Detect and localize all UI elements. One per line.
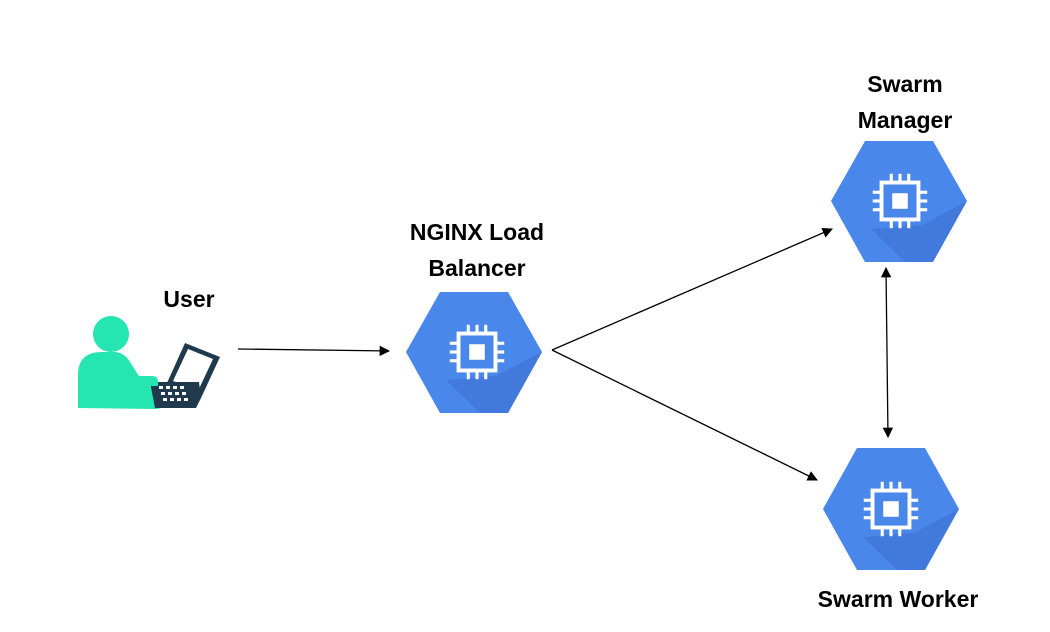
node-label-load-balancer-line2: Balancer [428, 255, 525, 281]
node-label-user: User [163, 286, 214, 312]
compute-engine-chip-icon [406, 292, 542, 413]
edge-load-balancer-to-swarm-worker [551, 349, 818, 481]
node-label-swarm-manager-line2: Manager [858, 107, 953, 133]
node-label-load-balancer-line1: NGINX Load [410, 219, 544, 245]
node-user[interactable]: User [78, 286, 220, 409]
node-swarm-manager[interactable]: Swarm Manager [831, 71, 967, 262]
edge-load-balancer-to-swarm-manager [551, 227, 833, 351]
node-label-swarm-worker: Swarm Worker [818, 586, 979, 612]
edge-user-to-load-balancer [237, 345, 391, 357]
edge-swarm-manager-swarm-worker [880, 266, 894, 439]
user-laptop-icon [78, 316, 220, 409]
compute-engine-chip-icon [831, 141, 967, 262]
node-label-swarm-manager-line1: Swarm [867, 71, 942, 97]
compute-engine-chip-icon [823, 448, 959, 570]
connectors [237, 227, 894, 481]
node-swarm-worker[interactable]: Swarm Worker [818, 448, 979, 612]
node-load-balancer[interactable]: NGINX Load Balancer [406, 219, 544, 413]
